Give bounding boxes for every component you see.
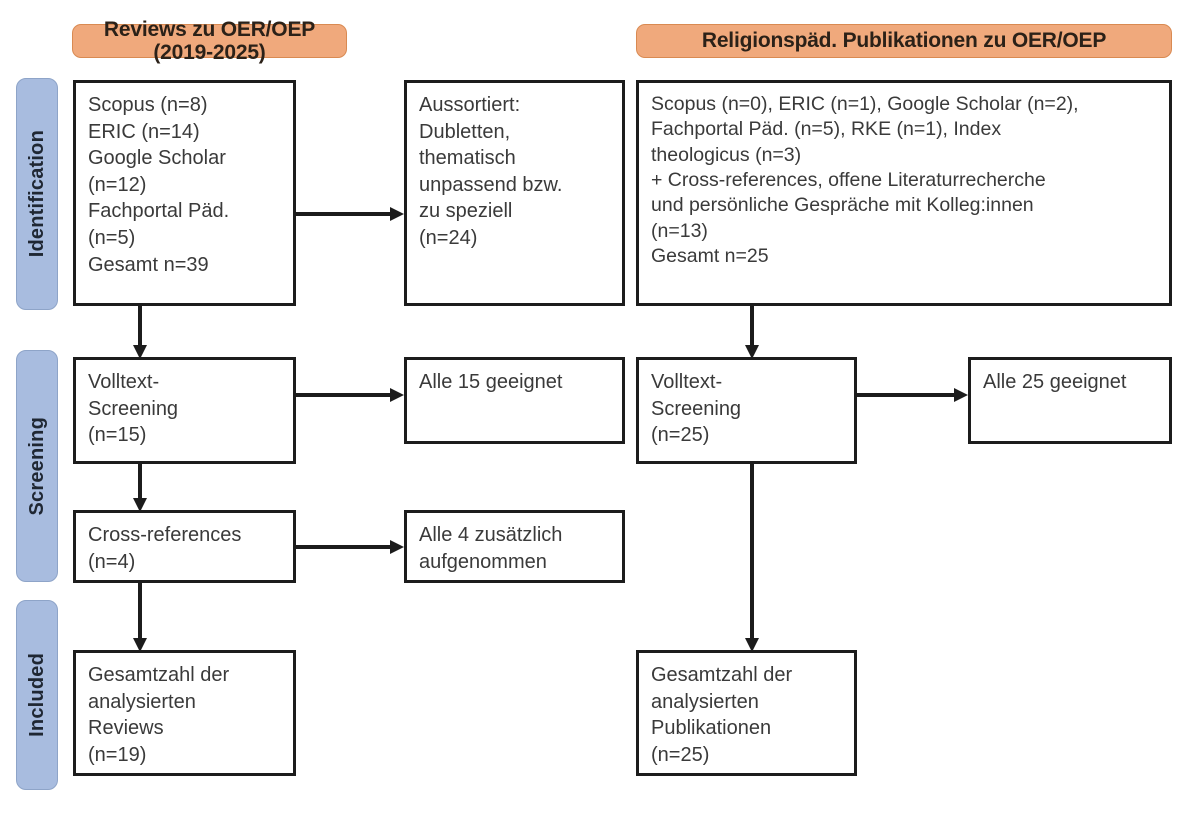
- arrow-left-identification-to-screening: [133, 306, 147, 359]
- column-header-publications: Religionspäd. Publikationen zu OER/OEP: [636, 24, 1172, 58]
- arrow-left-crossref-to-note: [296, 540, 404, 554]
- box-right-included-total: Gesamtzahl der analysierten Publikatione…: [636, 650, 857, 776]
- stage-label-included: Included: [16, 600, 58, 790]
- column-header-reviews: Reviews zu OER/OEP (2019-2025): [72, 18, 347, 64]
- arrow-left-crossref-to-included: [133, 583, 147, 652]
- arrow-right-identification-to-screening: [745, 306, 759, 359]
- stage-label-screening-text: Screening: [25, 416, 48, 516]
- arrow-right-screening-to-included: [745, 464, 759, 652]
- stage-label-included-text: Included: [25, 653, 48, 737]
- arrow-left-identification-to-excluded: [296, 207, 404, 221]
- box-left-identification-sources: Scopus (n=8) ERIC (n=14) Google Scholar …: [73, 80, 296, 306]
- box-left-cross-references: Cross-references (n=4): [73, 510, 296, 583]
- arrow-right-screening-to-eligible: [857, 388, 968, 402]
- box-left-included-total: Gesamtzahl der analysierten Reviews (n=1…: [73, 650, 296, 776]
- stage-label-identification-text: Identification: [25, 130, 48, 258]
- box-left-eligible-note: Alle 15 geeignet: [404, 357, 625, 444]
- box-right-eligible-note: Alle 25 geeignet: [968, 357, 1172, 444]
- stage-label-screening: Screening: [16, 350, 58, 582]
- arrow-left-screening-to-eligible: [296, 388, 404, 402]
- box-left-fulltext-screening: Volltext- Screening (n=15): [73, 357, 296, 464]
- box-right-fulltext-screening: Volltext- Screening (n=25): [636, 357, 857, 464]
- stage-label-identification: Identification: [16, 78, 58, 310]
- box-left-excluded-records: Aussortiert: Dubletten, thematisch unpas…: [404, 80, 625, 306]
- box-left-cross-references-note: Alle 4 zusätzlich aufgenommen: [404, 510, 625, 583]
- arrow-left-screening-to-crossref: [133, 464, 147, 512]
- box-right-identification-sources: Scopus (n=0), ERIC (n=1), Google Scholar…: [636, 80, 1172, 306]
